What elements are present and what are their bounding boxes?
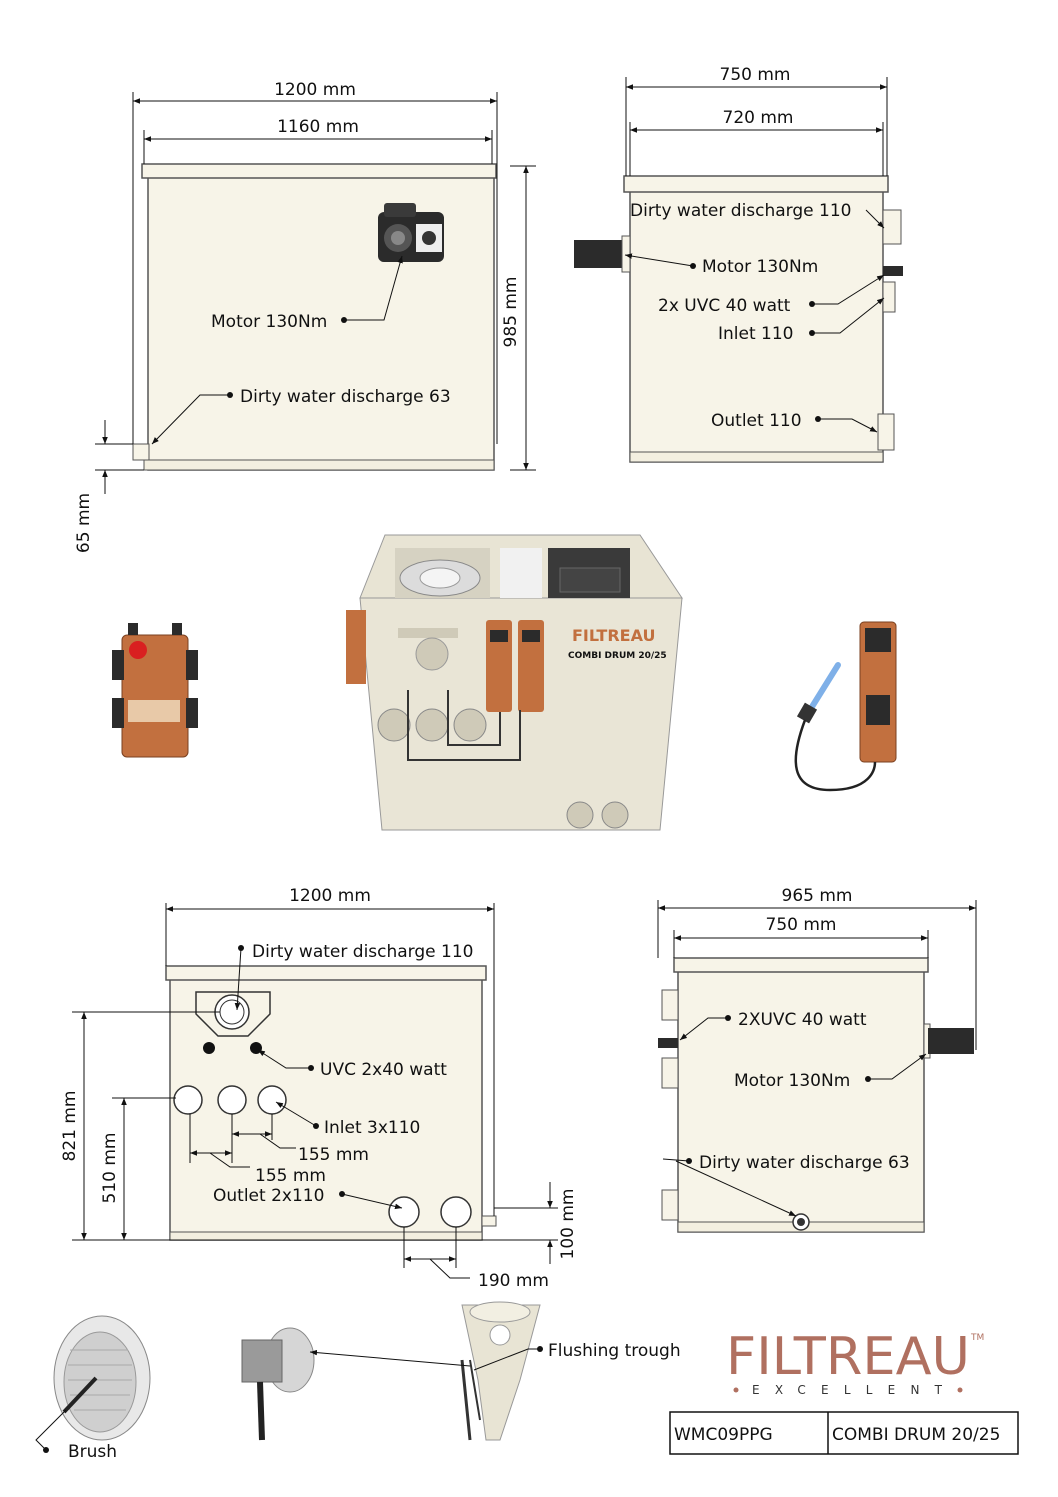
- logo-tagline: EXCELLENT: [752, 1383, 943, 1397]
- motor-label: Motor 130Nm: [211, 312, 327, 332]
- tank-side-top: [629, 177, 884, 463]
- bs-motor-shaft: [928, 1028, 974, 1054]
- render-model: COMBI DRUM 20/25: [568, 651, 667, 661]
- side-uvc-label: 2x UVC 40 watt: [658, 296, 791, 316]
- dirty-discharge-label: Dirty water discharge 63: [240, 387, 451, 407]
- discharge-stub: [132, 443, 150, 461]
- motor-icon: [378, 203, 444, 262]
- bottom-front-view: 1200 mm Dirty water discharge 110 UVC 2x…: [60, 886, 578, 1291]
- title-code: WMC09PPG: [674, 1425, 773, 1445]
- bf-spacing-b: 155 mm: [255, 1166, 326, 1186]
- combi-drum-render: FILTREAU COMBI DRUM 20/25: [346, 534, 683, 831]
- uvc-port-1: [203, 1042, 215, 1054]
- inlet-3: [257, 1085, 287, 1115]
- inlet-2: [217, 1085, 247, 1115]
- dim-width-outer: 1200 mm: [274, 80, 356, 100]
- bs-dim-inner: 750 mm: [766, 915, 837, 935]
- dim-width-inner: 1160 mm: [277, 117, 359, 137]
- bf-uvc-label: UVC 2x40 watt: [320, 1060, 447, 1080]
- flushing-label: Flushing trough: [548, 1341, 681, 1361]
- bs-uvc-label: 2XUVC 40 watt: [738, 1010, 867, 1030]
- side-port-uvc: [882, 281, 896, 313]
- top-front-view: 1200 mm 1160 mm 985 mm 65 mm Motor 130Nm…: [74, 80, 536, 553]
- outlet-2: [440, 1196, 472, 1228]
- bf-outlet-spacing: 190 mm: [478, 1271, 549, 1291]
- side-dim-inner: 720 mm: [723, 108, 794, 128]
- top-side-view: 750 mm 720 mm Dirty water discharge 110 …: [574, 65, 903, 463]
- side-inlet-label: Inlet 110: [718, 324, 794, 344]
- bs-dirty-label: Dirty water discharge 63: [699, 1153, 910, 1173]
- logo-wordmark: FILTREAU: [726, 1327, 970, 1387]
- inlet-1: [173, 1085, 203, 1115]
- bf-dim-width: 1200 mm: [289, 886, 371, 906]
- bs-dim-outer: 965 mm: [782, 886, 853, 906]
- side-outlet-label: Outlet 110: [711, 411, 802, 431]
- uvc-port-2: [250, 1042, 262, 1054]
- motor-shaft: [574, 240, 626, 268]
- side-lid: [623, 175, 889, 193]
- tank-lid: [141, 163, 497, 179]
- brush-accessory: Brush: [35, 1315, 151, 1462]
- control-box-left: [112, 623, 198, 758]
- side-dirty-label: Dirty water discharge 110: [630, 201, 851, 221]
- render-brand: FILTREAU: [572, 626, 655, 645]
- outlet-1: [388, 1196, 420, 1228]
- tank-base: [143, 459, 495, 471]
- bs-motor-label: Motor 130Nm: [734, 1071, 850, 1091]
- side-base: [629, 451, 884, 463]
- drum-icon: [399, 559, 481, 597]
- logo-tm: TM: [970, 1333, 984, 1343]
- dim-height: 985 mm: [501, 277, 521, 348]
- flushing-accessory: Flushing trough: [241, 1301, 681, 1441]
- bottom-side-view: 965 mm 750 mm 2XUVC 40 watt Motor 130Nm …: [657, 886, 977, 1233]
- uvc-unit-right: [794, 621, 897, 792]
- bf-height-outlet: 100 mm: [558, 1189, 578, 1260]
- side-dim-outer: 750 mm: [720, 65, 791, 85]
- filtreau-logo: FILTREAU TM EXCELLENT: [726, 1327, 984, 1397]
- side-motor-label: Motor 130Nm: [702, 257, 818, 277]
- bf-inlet-label: Inlet 3x110: [324, 1118, 420, 1138]
- bf-outlet-label: Outlet 2x110: [213, 1186, 324, 1206]
- bf-height-total: 821 mm: [60, 1091, 80, 1162]
- brush-label: Brush: [68, 1442, 117, 1462]
- bf-dirty-label: Dirty water discharge 110: [252, 942, 473, 962]
- side-port-outlet: [877, 413, 895, 451]
- side-port-top: [882, 209, 902, 245]
- dim-bottom-offset: 65 mm: [74, 493, 94, 553]
- bf-height-inlet: 510 mm: [100, 1133, 120, 1204]
- uvc-stub: [883, 266, 903, 276]
- title-product: COMBI DRUM 20/25: [832, 1425, 1000, 1445]
- title-block: WMC09PPG COMBI DRUM 20/25: [669, 1411, 1019, 1455]
- bf-spacing-a: 155 mm: [298, 1145, 369, 1165]
